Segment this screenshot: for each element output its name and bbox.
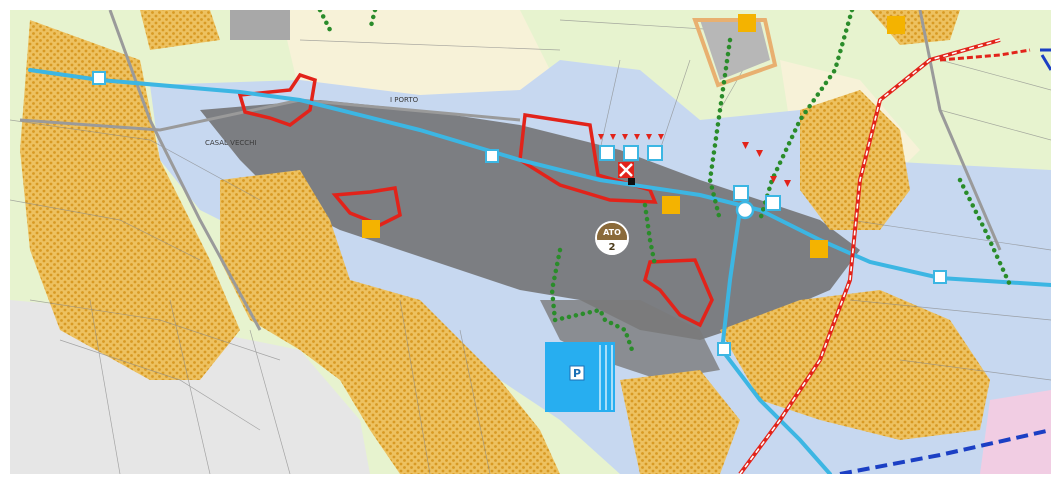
service-squares — [362, 14, 905, 258]
facility-symbol-roundabout[interactable] — [735, 200, 755, 220]
roads — [19, 10, 1002, 331]
cycle-marker-3[interactable] — [933, 270, 947, 284]
intervention-area-3[interactable] — [331, 186, 402, 227]
intervention-area-1[interactable] — [237, 72, 317, 127]
intervention-areas — [237, 72, 714, 328]
cycle-marker-4[interactable] — [717, 342, 731, 356]
place-label-west: CASAL VECCHI — [205, 139, 256, 147]
ato-badge[interactable]: ATO 2 — [595, 221, 629, 255]
cream-zone-north — [280, 10, 560, 100]
warning-triangles — [598, 134, 791, 187]
map-canvas[interactable]: P — [10, 10, 1051, 474]
boundary-blue-south — [839, 428, 1051, 474]
cycle-markers — [92, 71, 947, 356]
red-cross-marker[interactable] — [618, 162, 635, 185]
built-area — [200, 100, 860, 340]
pink-zone — [980, 390, 1051, 474]
building-northeast — [700, 20, 770, 80]
orange-zone-southeast — [720, 290, 990, 440]
orange-zone-south — [620, 370, 740, 474]
ato-badge-title: ATO — [603, 228, 621, 237]
service-square-4[interactable] — [662, 196, 680, 214]
facility-symbol-2[interactable] — [623, 145, 639, 161]
facility-symbol-5[interactable] — [765, 195, 781, 211]
facility-symbol-1[interactable] — [599, 145, 615, 161]
building-north — [230, 10, 290, 40]
ato-badge-number: 2 — [609, 242, 616, 253]
service-square-3[interactable] — [362, 220, 380, 238]
place-label-north: I PORTO — [390, 96, 419, 104]
orange-zone-north — [140, 10, 220, 50]
green-routes — [317, 10, 1013, 353]
cycle-marker-1[interactable] — [92, 71, 106, 85]
facility-symbol-4[interactable] — [733, 185, 749, 201]
service-square-1[interactable] — [738, 14, 756, 32]
intervention-area-4[interactable] — [642, 258, 714, 328]
cycle-path — [28, 68, 1051, 474]
facility-symbols — [599, 145, 781, 220]
parking-sign[interactable] — [569, 365, 585, 381]
railway — [738, 38, 1031, 474]
facility-symbol-3[interactable] — [647, 145, 663, 161]
orange-zone-center — [220, 170, 560, 474]
service-square-5[interactable] — [810, 240, 828, 258]
boundary-blue-north — [1040, 48, 1051, 71]
parking-stripes — [599, 345, 613, 410]
intervention-area-2[interactable] — [518, 112, 658, 204]
parking-symbol: P — [573, 367, 581, 380]
orange-zone-west — [20, 20, 240, 380]
cycle-marker-2[interactable] — [485, 149, 499, 163]
orange-zone-east — [800, 90, 910, 230]
parcel-lines — [10, 19, 1051, 474]
service-square-2[interactable] — [887, 16, 905, 34]
